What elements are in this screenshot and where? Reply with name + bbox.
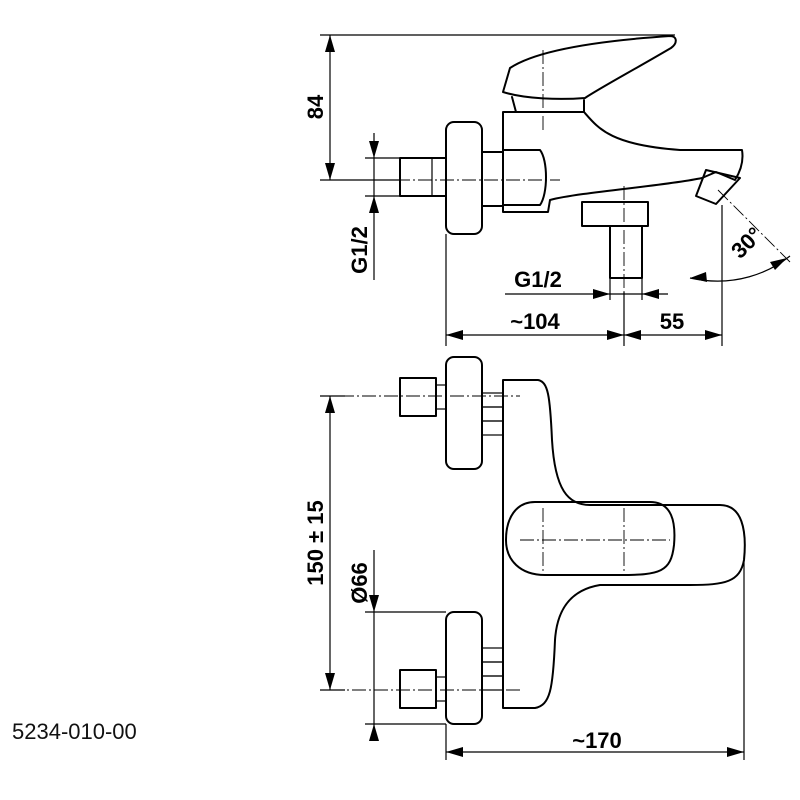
rosette-nut-side (481, 151, 504, 207)
upper-nut-ring-3 (481, 420, 504, 436)
dim-g12-outlet-label: G1/2 (514, 267, 562, 292)
side-view (330, 35, 791, 292)
mixer-body (502, 111, 744, 213)
dim-thread-outlet: G1/2 (505, 267, 668, 300)
lower-rosette-front (445, 611, 483, 725)
dim-height-84: 84 (303, 34, 675, 181)
eccentric-connector-side (399, 157, 447, 197)
dim-width-170: ~170 (445, 560, 745, 760)
upper-eccentric-front (399, 377, 437, 417)
front-view (330, 356, 746, 725)
dim-angle-30: 30° (689, 222, 791, 282)
dim-spacing-150: 150 ± 15 (303, 395, 345, 691)
lower-eccentric-front (399, 669, 437, 709)
dim-84-label: 84 (303, 94, 328, 119)
body-collar (502, 149, 547, 206)
spout-aerator (695, 169, 741, 205)
dim-30-label: 30° (726, 222, 767, 263)
upper-nut-ring-2 (481, 406, 504, 422)
dim-thread-left: G1/2 (347, 133, 400, 280)
lower-nut-ring-1 (481, 647, 504, 663)
article-number: 5234-010-00 (12, 719, 137, 744)
outlet-nut (581, 201, 649, 227)
dim-150-label: 150 ± 15 (303, 500, 328, 585)
dim-104-label: ~104 (510, 309, 560, 334)
lever-handle (502, 35, 677, 100)
dim-rosette-66: Ø66 (347, 550, 446, 741)
lower-nut-ring-3 (481, 675, 504, 691)
dim-55-label: 55 (660, 309, 684, 334)
lever-handle-front (505, 501, 676, 576)
lower-nut-ring-2 (481, 661, 504, 677)
outlet-thread (609, 225, 643, 279)
upper-nut-ring-1 (481, 392, 504, 408)
dim-g12-left-label: G1/2 (347, 226, 372, 274)
dim-depth: ~104 55 (445, 205, 723, 346)
dim-170-label: ~170 (572, 728, 622, 753)
left-rosette-side (445, 121, 483, 235)
dim-66-label: Ø66 (347, 562, 372, 604)
upper-rosette-front (445, 356, 483, 470)
